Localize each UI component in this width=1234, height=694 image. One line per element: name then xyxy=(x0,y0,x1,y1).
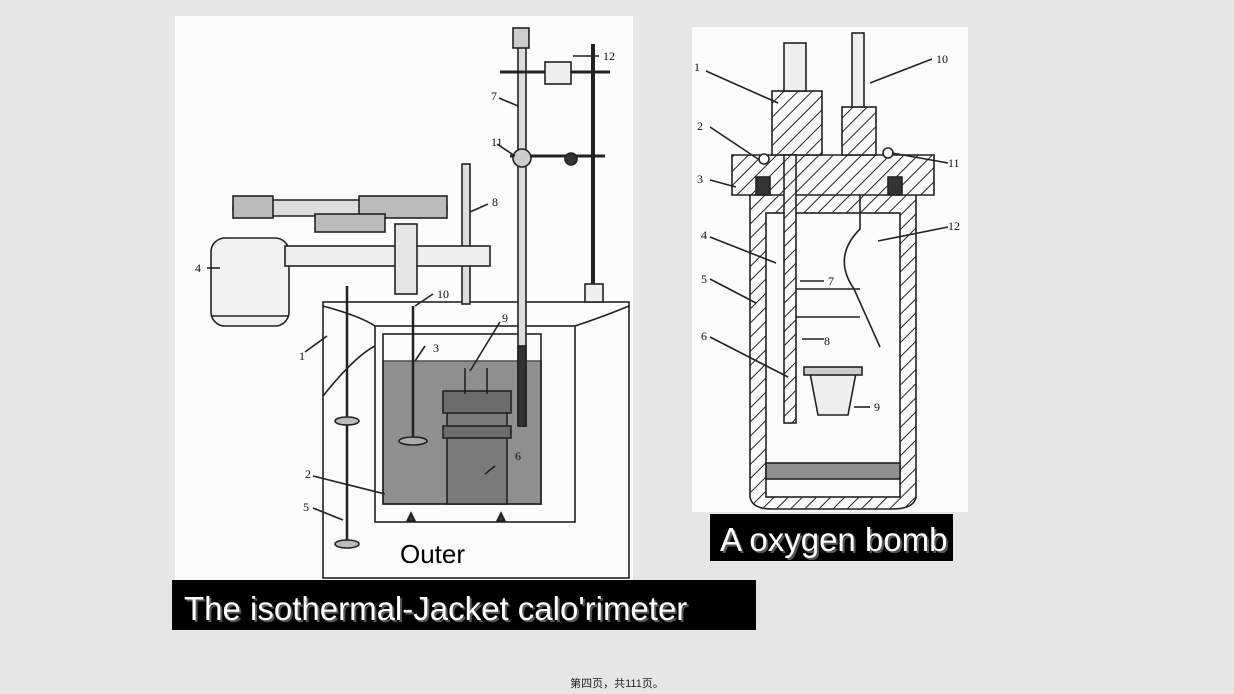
bomb-callout-8: 8 xyxy=(824,334,830,348)
callout-9: 9 xyxy=(502,311,508,325)
bomb-callout-9: 9 xyxy=(874,400,880,414)
callout-6: 6 xyxy=(515,449,521,463)
outer-jacket xyxy=(322,301,630,579)
bomb-callout-5: 5 xyxy=(701,272,707,286)
callout-12: 12 xyxy=(603,49,615,63)
oxygen-bomb-caption: A oxygen bomb xyxy=(710,514,953,561)
bomb-callout-12: 12 xyxy=(948,219,960,233)
bomb-callout-1: 1 xyxy=(694,60,700,74)
bomb-callout-6: 6 xyxy=(701,329,707,343)
page-footer: 第四页，共111页。 xyxy=(570,678,664,690)
callout-10: 10 xyxy=(437,287,449,301)
oxygen-bomb-diagram: 1 2 3 4 5 6 7 8 9 10 11 12 xyxy=(692,27,968,512)
bomb-callout-7: 7 xyxy=(828,274,834,288)
calorimeter-diagram: 1 2 3 4 5 6 7 8 9 10 11 12 xyxy=(175,16,633,580)
callout-2: 2 xyxy=(305,467,311,481)
callout-3: 3 xyxy=(433,341,439,355)
callout-7: 7 xyxy=(491,89,497,103)
calorimeter-caption: The isothermal-Jacket calo'rimeter xyxy=(172,580,756,630)
callout-4: 4 xyxy=(195,261,201,275)
callout-1: 1 xyxy=(299,349,305,363)
callout-8: 8 xyxy=(492,195,498,209)
callout-5: 5 xyxy=(303,500,309,514)
bomb-callout-10: 10 xyxy=(936,52,948,66)
bomb-callout-3: 3 xyxy=(697,172,703,186)
inner-jacket xyxy=(374,325,576,523)
oxygen-bomb-drawing: 1 2 3 4 5 6 7 8 9 10 11 12 xyxy=(694,32,960,510)
bomb-callout-2: 2 xyxy=(697,119,703,133)
bomb-callout-4: 4 xyxy=(701,228,707,242)
calorimeter-drawing: 1 2 3 4 5 6 7 8 9 10 11 12 xyxy=(195,27,630,579)
callout-11: 11 xyxy=(491,135,503,149)
outer-jacket-label: Outer xyxy=(400,539,466,569)
bomb-callout-11: 11 xyxy=(948,156,960,170)
